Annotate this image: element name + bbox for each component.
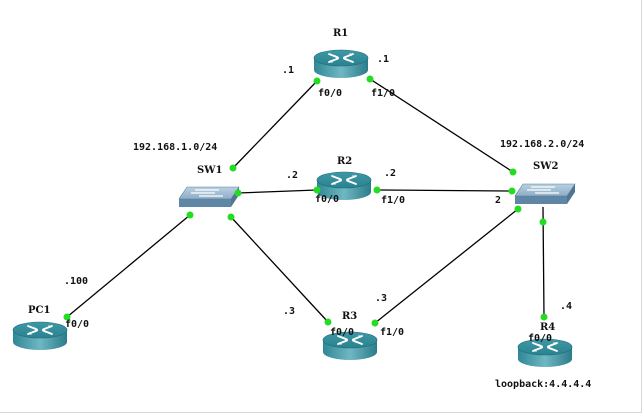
router-r1[interactable]: R1 [313, 28, 369, 79]
port-dot [186, 211, 194, 219]
link-pc1-sw1 [66, 214, 191, 318]
port-dot [373, 186, 381, 194]
interface-label: f0/0 [318, 88, 342, 99]
ip-label: .2 [384, 168, 396, 179]
port-dot [63, 313, 71, 321]
port-dot [539, 218, 547, 226]
switch-sw2-name: SW2 [533, 161, 558, 172]
interface-label: f1/0 [371, 88, 395, 99]
switch-icon [178, 186, 240, 208]
port-dot [313, 186, 321, 194]
switch-sw1[interactable]: SW1 [178, 165, 240, 208]
loopback-label: loopback:4.4.4.4 [495, 379, 591, 390]
ip-label: .3 [283, 306, 295, 317]
network-label-1: 192.168.1.0/24 [133, 142, 217, 153]
interface-label: f1/0 [381, 195, 405, 206]
router-r3-name: R3 [342, 311, 357, 322]
router-r3[interactable]: R3 [322, 311, 378, 361]
switch-sw1-name: SW1 [197, 165, 222, 176]
router-r4-name: R4 [540, 322, 555, 333]
port-dot [508, 187, 516, 195]
ip-label: .1 [377, 54, 389, 65]
ip-label: .100 [64, 276, 88, 287]
ip-label: .2 [286, 170, 298, 181]
interface-label: f1/0 [380, 327, 404, 338]
interface-label: f0/0 [528, 333, 552, 344]
switch-icon [514, 183, 576, 205]
interface-label: f0/0 [330, 327, 354, 338]
router-icon [313, 49, 369, 79]
network-label-2: 192.168.2.0/24 [500, 139, 584, 150]
interface-label: f0/0 [65, 319, 89, 330]
router-r1-name: R1 [333, 28, 348, 39]
interface-labels: .1 .1 f0/0 f1/0 .2 .2 f0/0 f1/0 2 .3 .3 … [64, 54, 591, 390]
interface-label: f0/0 [315, 194, 339, 205]
port-dot [324, 318, 332, 326]
port-dot [313, 77, 321, 85]
pc-pc1-name: PC1 [28, 305, 50, 316]
ip-label: .4 [560, 301, 572, 312]
link-sw1-r2 [237, 189, 318, 194]
router-r2[interactable]: R2 [316, 156, 372, 201]
port-dot [227, 213, 235, 221]
port-dots [63, 75, 548, 327]
port-dot [514, 205, 522, 213]
pc-pc1[interactable]: PC1 [12, 305, 68, 351]
port-dot [234, 189, 242, 197]
port-dot [366, 75, 374, 83]
router-r2-name: R2 [337, 156, 352, 167]
pc-icon [12, 321, 68, 351]
port-dot [509, 168, 517, 176]
port-dot [540, 313, 548, 321]
link-r1-sw2 [369, 78, 514, 173]
ip-label: .3 [375, 293, 387, 304]
ip-label: .1 [282, 65, 294, 76]
link-r2-sw2 [376, 189, 513, 192]
links [66, 78, 545, 324]
ip-label: 2 [495, 195, 501, 206]
link-sw1-r3 [230, 216, 329, 323]
port-dot [371, 319, 379, 327]
link-sw1-r1 [232, 80, 318, 169]
link-r3-sw2 [374, 208, 519, 324]
port-dot [229, 164, 237, 172]
router-r4[interactable]: R4 [517, 322, 573, 368]
switch-sw2[interactable]: SW2 [514, 161, 576, 205]
